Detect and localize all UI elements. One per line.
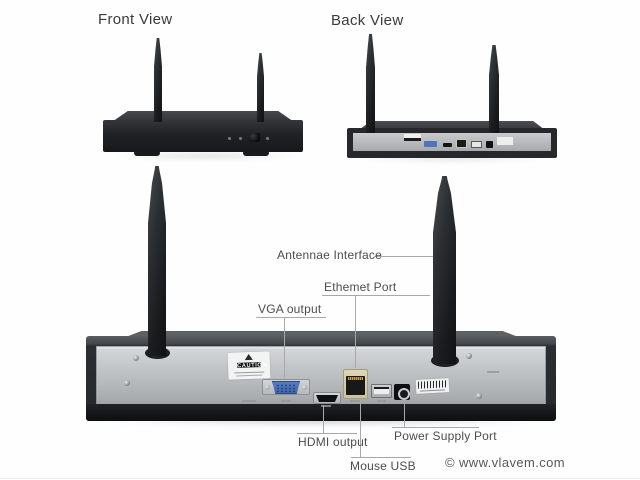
leader-line-vga bbox=[284, 318, 285, 378]
vga-pin-holes bbox=[276, 384, 296, 392]
front-device-top-face bbox=[111, 111, 295, 122]
main-device-bottom-strip bbox=[86, 404, 556, 421]
leader-line-mouse-usb bbox=[360, 400, 361, 457]
ethernet-pins bbox=[348, 377, 363, 380]
leader-line-ethernet bbox=[355, 296, 356, 368]
silkscreen-mark bbox=[242, 400, 256, 402]
front-device-front-face bbox=[103, 120, 303, 152]
label-antennae-interface: Antennae Interface bbox=[277, 248, 383, 262]
leader-overline-power bbox=[392, 427, 479, 428]
silkscreen-mark bbox=[281, 400, 291, 402]
front-device-shadow bbox=[110, 152, 300, 160]
panel-screw-4 bbox=[476, 393, 482, 399]
silkscreen-mark bbox=[321, 405, 331, 407]
back-small-right-antenna bbox=[489, 45, 499, 133]
caution-sticker: CAUTION bbox=[227, 351, 271, 380]
back-view-title: Back View bbox=[331, 12, 404, 29]
warning-triangle-icon bbox=[244, 353, 253, 361]
vga-screw-right bbox=[302, 385, 307, 390]
back-small-barcode-sticker bbox=[497, 137, 513, 145]
front-led-1 bbox=[228, 137, 231, 140]
front-ir-window bbox=[249, 133, 260, 142]
back-small-vga-port bbox=[424, 141, 437, 147]
back-small-ethernet-port bbox=[456, 139, 467, 148]
caution-fine-print-line bbox=[234, 371, 265, 374]
panel-screw-1 bbox=[133, 355, 139, 361]
back-small-hdmi-port bbox=[443, 143, 452, 147]
usb-port-tongue bbox=[374, 389, 389, 394]
panel-screw-3 bbox=[466, 353, 472, 359]
label-vga-output: VGA output bbox=[258, 302, 322, 316]
label-mouse-usb: Mouse USB bbox=[350, 459, 416, 473]
front-led-3 bbox=[266, 137, 269, 140]
power-jack-barrel bbox=[398, 388, 410, 400]
back-small-power-jack bbox=[486, 141, 493, 148]
leader-line-power bbox=[404, 401, 405, 427]
back-small-usb-port bbox=[471, 141, 482, 148]
photo-bottom-edge bbox=[0, 478, 640, 479]
label-ethernet-port: Ethemet Port bbox=[324, 280, 397, 294]
caution-fine-print-line bbox=[236, 374, 263, 377]
front-led-2 bbox=[239, 137, 242, 140]
leader-line-hdmi bbox=[323, 405, 324, 433]
watermark: © www.vlavem.com bbox=[445, 455, 565, 470]
leader-overline-mouse-usb bbox=[351, 457, 411, 458]
front-right-antenna bbox=[257, 53, 264, 122]
main-device-top-face bbox=[120, 331, 524, 339]
leader-line-antennae bbox=[374, 256, 433, 257]
front-device-foot-left bbox=[134, 150, 160, 156]
ethernet-port bbox=[346, 376, 365, 395]
back-small-caution-sticker bbox=[404, 134, 421, 141]
back-device-panel bbox=[353, 133, 551, 151]
leader-underline-vga bbox=[256, 317, 326, 318]
caution-sticker-text: CAUTION bbox=[237, 361, 268, 369]
leader-overline-hdmi bbox=[297, 433, 357, 434]
leader-underline-ethernet bbox=[322, 295, 430, 296]
silkscreen-mark bbox=[350, 400, 360, 402]
label-power-supply-port: Power Supply Port bbox=[394, 429, 497, 443]
front-left-antenna bbox=[154, 38, 162, 122]
label-hdmi-output: HDMI output bbox=[298, 435, 368, 449]
front-view-title: Front View bbox=[98, 11, 173, 28]
main-left-antenna bbox=[148, 166, 166, 356]
vga-screw-left bbox=[265, 385, 270, 390]
panel-screw-2 bbox=[124, 380, 130, 386]
main-right-antenna bbox=[433, 176, 456, 364]
back-device-shadow bbox=[352, 156, 552, 162]
silkscreen-mark bbox=[377, 400, 386, 402]
back-device-top-face bbox=[358, 121, 546, 130]
hdmi-port bbox=[316, 395, 338, 402]
front-device-foot-right bbox=[243, 150, 269, 156]
silkscreen-mark bbox=[487, 371, 499, 373]
back-small-left-antenna bbox=[366, 34, 375, 133]
